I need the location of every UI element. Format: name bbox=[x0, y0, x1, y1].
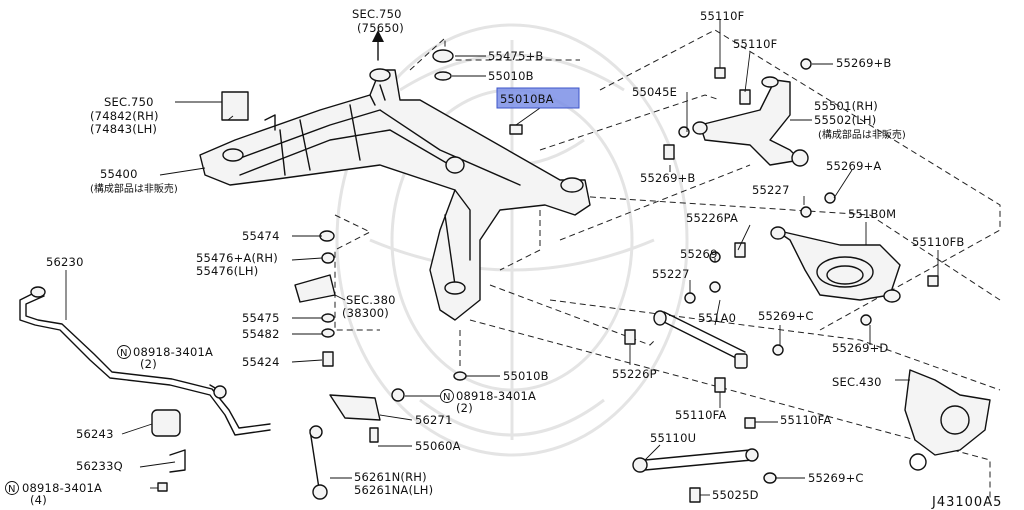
note-55400: (構成部品は非販売) bbox=[90, 182, 178, 195]
label-56261na: 56261NA(LH) bbox=[354, 483, 433, 497]
label-55010b-top: 55010B bbox=[488, 69, 534, 83]
label-55227-a: 55227 bbox=[752, 183, 790, 197]
upper-link-55501 bbox=[692, 76, 809, 167]
label-08918-b-qty: (2) bbox=[456, 401, 473, 415]
label-08918-a: 08918-3401A bbox=[133, 345, 213, 359]
label-55475: 55475 bbox=[242, 311, 280, 325]
label-55269c-b: 55269+C bbox=[808, 471, 864, 485]
label-55110fa-a: 55110FA bbox=[675, 408, 726, 422]
label-55045e: 55045E bbox=[632, 85, 677, 99]
label-55269a: 55269+A bbox=[826, 159, 882, 173]
label-55400: 55400 bbox=[100, 167, 138, 181]
label-55269c-a: 55269+C bbox=[758, 309, 814, 323]
label-55269d: 55269+D bbox=[832, 341, 888, 355]
label-55476-lh: 55476(LH) bbox=[196, 264, 258, 278]
label-sec750-top: SEC.750 bbox=[352, 7, 402, 21]
label-56233q: 56233Q bbox=[76, 459, 123, 473]
label-55110fb: 55110FB bbox=[912, 235, 965, 249]
label-56261n: 56261N(RH) bbox=[354, 470, 427, 484]
label-55424: 55424 bbox=[242, 355, 280, 369]
label-55010b-bot: 55010B bbox=[503, 369, 549, 383]
leader-lines bbox=[65, 20, 939, 496]
label-55476a-rh: 55476+A(RH) bbox=[196, 251, 278, 265]
label-551a0: 551A0 bbox=[698, 311, 736, 325]
label-55010ba: 55010BA bbox=[500, 92, 554, 106]
label-55502: 55502(LH) bbox=[814, 113, 876, 127]
label-55110f-b: 55110F bbox=[733, 37, 777, 51]
highlight-55010ba bbox=[496, 87, 580, 109]
note-55501: (構成部品は非販売) bbox=[818, 128, 906, 141]
dashed-guides bbox=[334, 29, 1001, 500]
label-08918-a-qty: (2) bbox=[140, 357, 157, 371]
label-sec430: SEC.430 bbox=[832, 375, 882, 389]
label-55501: 55501(RH) bbox=[814, 99, 878, 113]
n-letter-c: N bbox=[8, 484, 15, 495]
n-letter-a: N bbox=[120, 348, 127, 359]
label-55110fa-b: 55110FA bbox=[780, 413, 831, 427]
knuckle-sec430 bbox=[904, 369, 991, 471]
arrow-up bbox=[372, 30, 384, 61]
label-55269-mid: 55269 bbox=[680, 247, 718, 261]
label-sec380-sub: (38300) bbox=[342, 306, 389, 320]
label-55474: 55474 bbox=[242, 229, 280, 243]
label-sec750-left-lh: (74843(LH) bbox=[90, 122, 157, 136]
label-55226pa: 55226PA bbox=[686, 211, 738, 225]
label-56243: 56243 bbox=[76, 427, 114, 441]
label-08918-c-qty: (4) bbox=[30, 493, 47, 507]
rear-subframe bbox=[199, 68, 591, 321]
label-sec750-left-rh: (74842(RH) bbox=[90, 109, 159, 123]
link-551a0 bbox=[653, 310, 748, 369]
link-55110u bbox=[632, 448, 759, 473]
label-55227-b: 55227 bbox=[652, 267, 690, 281]
label-55482: 55482 bbox=[242, 327, 280, 341]
n-letter-b: N bbox=[443, 392, 450, 403]
label-551b0m: 551B0M bbox=[848, 207, 896, 221]
label-55475b: 55475+B bbox=[488, 49, 544, 63]
label-55025d: 55025D bbox=[712, 488, 759, 502]
label-55110f-a: 55110F bbox=[700, 9, 744, 23]
label-55269b-top: 55269+B bbox=[836, 56, 892, 70]
diagram-code: J43100A5 bbox=[931, 495, 1002, 510]
label-56230: 56230 bbox=[46, 255, 84, 269]
stabilizer-bar bbox=[19, 286, 381, 500]
label-55226p: 55226P bbox=[612, 367, 657, 381]
label-55110u: 55110U bbox=[650, 431, 696, 445]
label-08918-c: 08918-3401A bbox=[22, 481, 102, 495]
label-55269b-mid: 55269+B bbox=[640, 171, 696, 185]
n-symbols bbox=[5, 345, 454, 495]
label-sec380: SEC.380 bbox=[346, 293, 396, 307]
label-56271: 56271 bbox=[415, 413, 453, 427]
label-55060a: 55060A bbox=[415, 439, 461, 453]
lower-arm-551b0m bbox=[770, 226, 901, 303]
label-sec750-top-sub: (75650) bbox=[357, 21, 404, 35]
label-sec750-left: SEC.750 bbox=[104, 95, 154, 109]
label-08918-b: 08918-3401A bbox=[456, 389, 536, 403]
